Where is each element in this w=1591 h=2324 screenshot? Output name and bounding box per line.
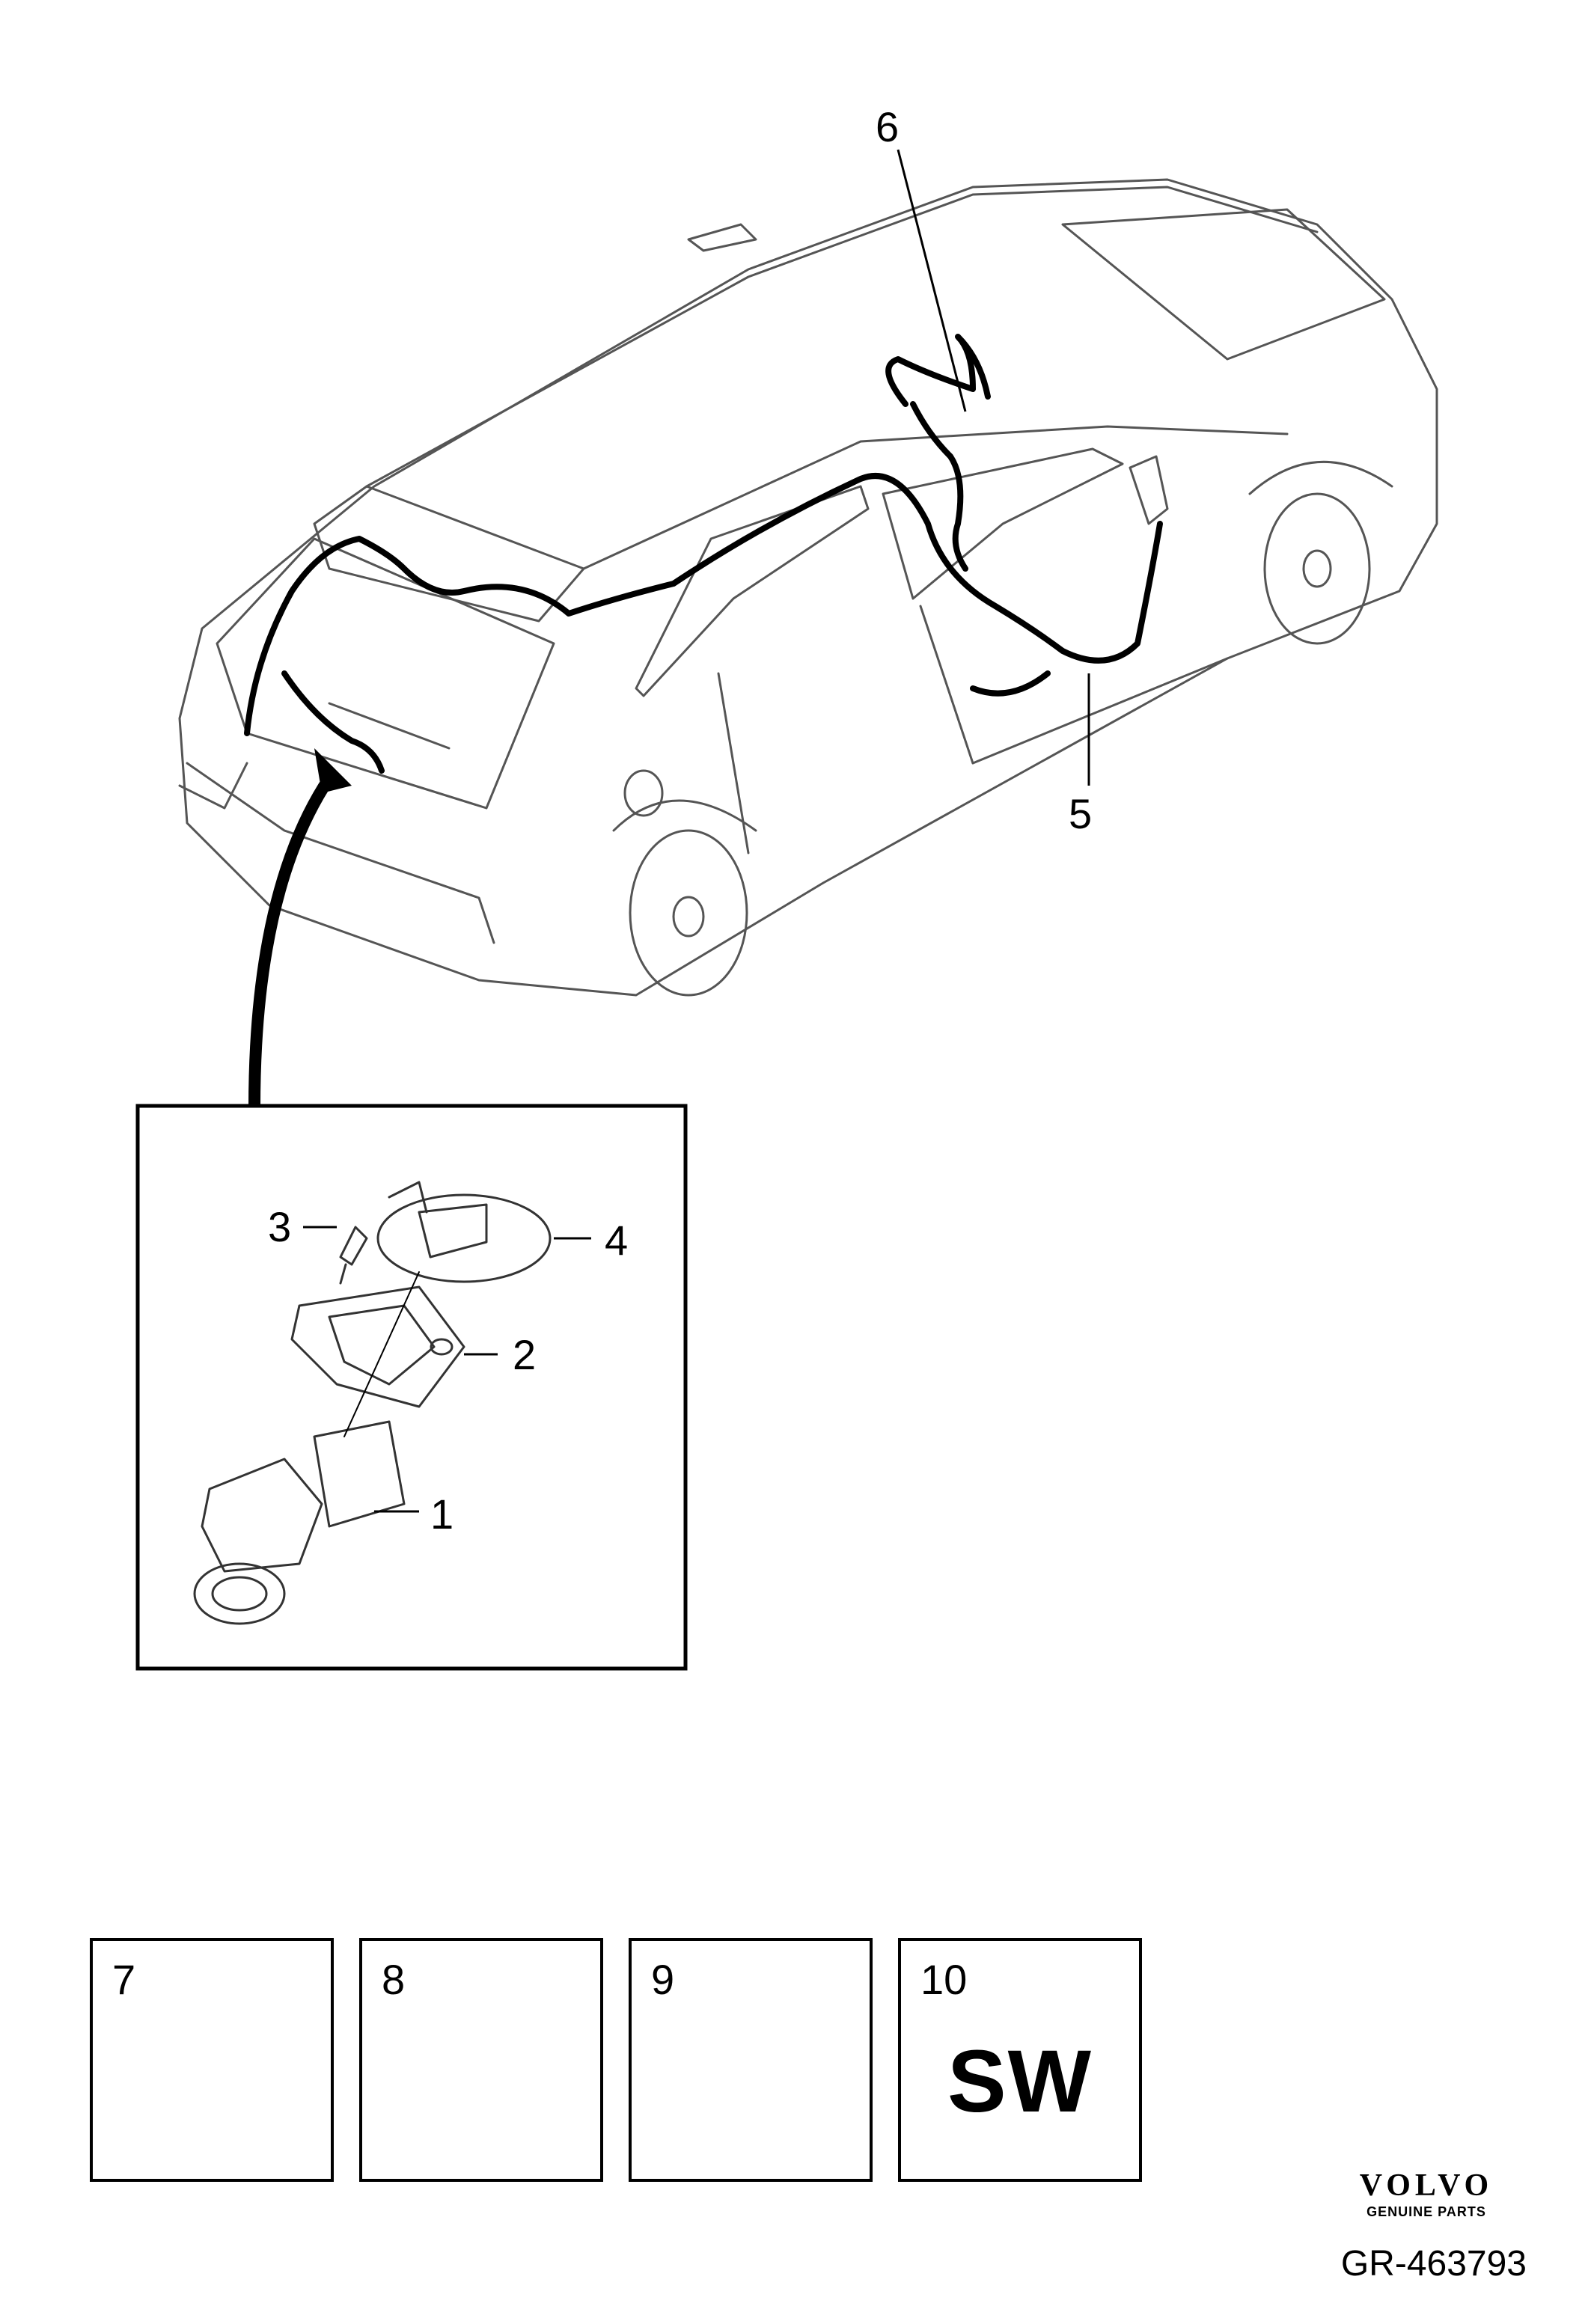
camera-part-1: [313, 1420, 406, 1528]
front-wheel: [1263, 492, 1371, 645]
volvo-genuine-parts-logo: VOLVO GENUINE PARTS: [1329, 2170, 1524, 2220]
software-icon: SW: [947, 2032, 1093, 2131]
rear-window-outline: [313, 485, 585, 623]
bracket-part-2: [290, 1285, 465, 1408]
parts-box-10: 10 SW: [898, 1938, 1142, 2182]
rear-wheel: [629, 829, 748, 997]
parts-box-number: 10: [920, 1956, 968, 2003]
wiring-harness-5: [244, 473, 1163, 736]
parts-box-number: 7: [112, 1956, 136, 2003]
parts-box-number: 9: [651, 1956, 675, 2003]
callout-5: 5: [1069, 790, 1093, 837]
callout-6: 6: [876, 103, 900, 150]
parts-box-7: 7: [90, 1938, 334, 2182]
leader-line-6: [897, 149, 967, 412]
callout-2: 2: [513, 1331, 537, 1378]
parts-box-8: 8: [359, 1938, 603, 2182]
pointer-arrow: [248, 772, 335, 1113]
car-body-outline: [178, 178, 1438, 997]
brand-subtitle: GENUINE PARTS: [1366, 2204, 1486, 2219]
wiring-harness-tailgate: [281, 670, 385, 774]
detail-inset-box: [135, 1104, 688, 1671]
parts-box-number: 8: [382, 1956, 406, 2003]
diagram-reference-number: GR-463793: [1340, 2244, 1527, 2284]
cover-part-4: [376, 1193, 552, 1283]
side-mirror-outline: [1129, 455, 1169, 525]
wiring-harness-6: [885, 334, 991, 407]
callout-1: 1: [430, 1490, 454, 1538]
callout-4: 4: [605, 1217, 629, 1264]
parts-box-9: 9: [629, 1938, 873, 2182]
callout-3: 3: [268, 1203, 292, 1250]
screw-part-3: [339, 1226, 368, 1266]
brand-name: VOLVO: [1359, 2168, 1494, 2203]
